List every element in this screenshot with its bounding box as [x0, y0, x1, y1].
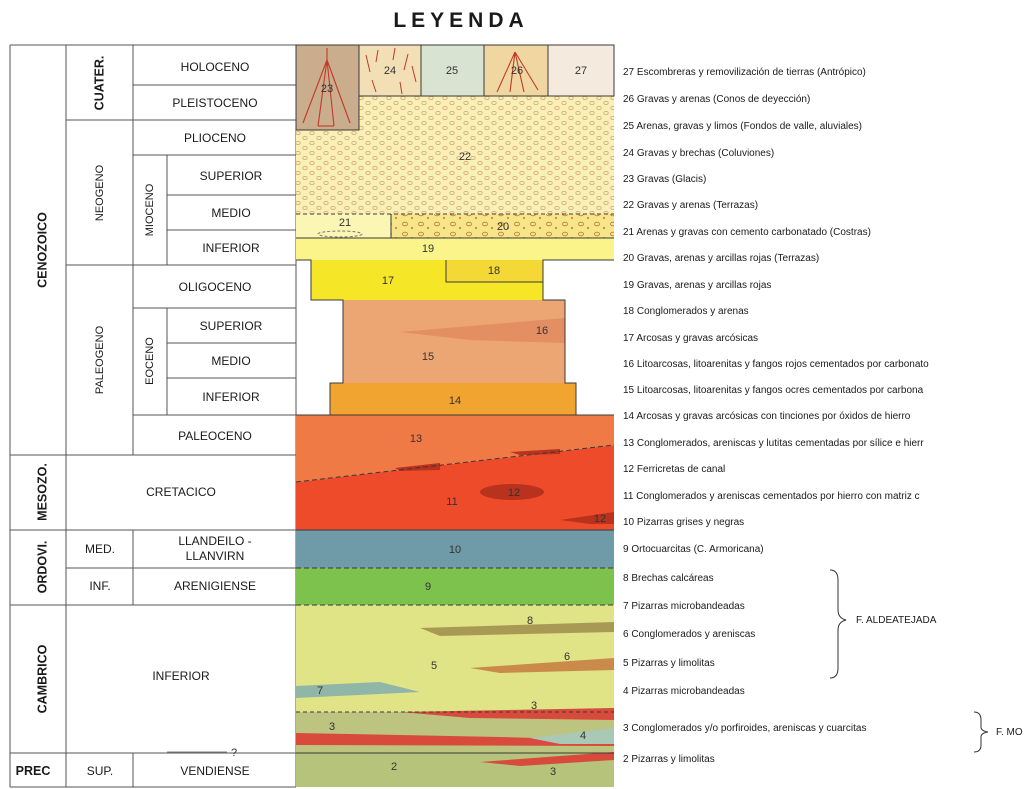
epoch-holoceno: HOLOCENO — [181, 60, 250, 74]
legend-title: LEYENDA — [393, 9, 528, 32]
epoch-mioceno-medio: MEDIO — [211, 206, 250, 220]
period-paleogeno: PALEOGENO — [94, 325, 106, 394]
svg-text:3: 3 — [531, 700, 537, 712]
epoch-oligoceno: OLIGOCENO — [179, 280, 252, 294]
svg-text:23: 23 — [321, 83, 333, 95]
legend-item: 2 Pizarras y limolitas — [623, 754, 715, 765]
legend-item: 15 Litoarcosas, litoarenitas y fangos oc… — [623, 385, 924, 396]
legend-item: 26 Gravas y arenas (Conos de deyección) — [623, 94, 810, 105]
legend-item: 5 Pizarras y limolitas — [623, 658, 715, 669]
era-mesozoico: MESOZO. — [35, 463, 49, 521]
svg-text:5: 5 — [431, 660, 437, 672]
svg-text:13: 13 — [410, 433, 422, 445]
era-ordovicico: ORDOVI. — [35, 541, 49, 594]
period-cretacico: CRETACICO — [146, 485, 216, 499]
legend-item: 17 Arcosas y gravas arcósicas — [623, 333, 758, 344]
period-ordovicico-medio: MED. — [85, 542, 115, 556]
svg-text:12: 12 — [508, 487, 520, 499]
svg-text:3: 3 — [550, 766, 556, 778]
svg-text:15: 15 — [422, 351, 434, 363]
epoch-eoceno-medio: MEDIO — [211, 354, 250, 368]
legend-list: 27 Escombreras y removilización de tierr… — [623, 67, 929, 765]
period-neogeno: NEOGENO — [94, 164, 106, 221]
legend-item: 14 Arcosas y gravas arcósicas con tincio… — [623, 411, 911, 422]
epoch-plioceno: PLIOCENO — [184, 131, 246, 145]
legend-item: 20 Gravas, arenas y arcillas rojas (Terr… — [623, 253, 819, 264]
svg-text:3: 3 — [329, 721, 335, 733]
svg-text:26: 26 — [511, 65, 523, 77]
legend-item: 13 Conglomerados, areniscas y lutitas ce… — [623, 438, 924, 449]
era-cenozoico: CENOZOICO — [35, 212, 49, 288]
legend-item: 9 Ortocuarcitas (C. Armoricana) — [623, 544, 764, 555]
legend-item: 7 Pizarras microbandeadas — [623, 601, 745, 612]
epoch-eoceno-superior: SUPERIOR — [200, 319, 263, 333]
unit-9-layer — [296, 568, 614, 605]
legend-item: 18 Conglomerados y arenas — [623, 306, 749, 317]
svg-text:22: 22 — [459, 151, 471, 163]
svg-text:10: 10 — [449, 544, 461, 556]
svg-text:7: 7 — [317, 685, 323, 697]
epoch-pleistoceno: PLEISTOCENO — [172, 96, 257, 110]
svg-text:24: 24 — [384, 65, 396, 77]
period-precambrico-superior: SUP. — [87, 764, 113, 778]
epoch-mioceno-superior: SUPERIOR — [200, 169, 263, 183]
epoch-cambrico-inferior: INFERIOR — [152, 669, 210, 683]
svg-text:25: 25 — [446, 65, 458, 77]
legend-item: 16 Litoarcosas, litoarenitas y fangos ro… — [623, 359, 929, 370]
series-mioceno: MIOCENO — [144, 183, 156, 236]
legend-item: 22 Gravas y arenas (Terrazas) — [623, 200, 758, 211]
brace-mo — [974, 712, 988, 752]
legend-item: 23 Gravas (Glacis) — [623, 174, 706, 185]
svg-text:12: 12 — [594, 513, 606, 525]
svg-text:19: 19 — [422, 243, 434, 255]
svg-text:27: 27 — [575, 65, 587, 77]
epoch-llanvirn: LLANVIRN — [186, 549, 245, 563]
svg-text:8: 8 — [527, 615, 533, 627]
legend-item: 12 Ferricretas de canal — [623, 464, 725, 475]
legend-item: 19 Gravas, arenas y arcillas rojas — [623, 280, 771, 291]
svg-text:?: ? — [231, 747, 237, 759]
legend-item: 6 Conglomerados y areniscas — [623, 629, 755, 640]
svg-text:20: 20 — [497, 221, 509, 233]
svg-text:6: 6 — [564, 651, 570, 663]
unit-19-layer — [296, 238, 614, 260]
legend-item: 8 Brechas calcáreas — [623, 573, 714, 584]
legend-item: 11 Conglomerados y areniscas cementados … — [623, 491, 920, 502]
svg-text:4: 4 — [580, 730, 586, 742]
group-aldeatejada: F. ALDEATEJADA — [856, 615, 937, 626]
epoch-paleoceno: PALEOCENO — [178, 429, 252, 443]
unit-22-lower — [296, 134, 614, 214]
era-cambrico: CAMBRICO — [35, 644, 49, 713]
legend-item: 3 Conglomerados y/o porfiroides, arenisc… — [623, 723, 866, 734]
legend-item: 27 Escombreras y removilización de tierr… — [623, 67, 866, 78]
svg-text:11: 11 — [446, 496, 457, 508]
legend-item: 21 Arenas y gravas con cemento carbonata… — [623, 227, 871, 238]
period-ordovicico-inferior: INF. — [89, 579, 110, 593]
group-mo: F. MO — [996, 727, 1023, 738]
stratigraphic-column — [296, 45, 614, 787]
svg-text:14: 14 — [449, 395, 461, 407]
legend-item: 4 Pizarras microbandeadas — [623, 686, 745, 697]
svg-text:2: 2 — [391, 761, 397, 773]
svg-text:9: 9 — [425, 581, 431, 593]
legend-item: 24 Gravas y brechas (Coluviones) — [623, 148, 774, 159]
period-cuaternario: CUATER. — [92, 56, 106, 111]
brace-aldeatejada — [830, 570, 846, 678]
epoch-mioceno-inferior: INFERIOR — [202, 241, 260, 255]
epoch-arenigiense: ARENIGIENSE — [174, 579, 256, 593]
era-precambrico: PREC — [16, 764, 51, 778]
svg-text:16: 16 — [536, 325, 548, 337]
epoch-llandeilo: LLANDEILO - — [178, 534, 251, 548]
epoch-eoceno-inferior: INFERIOR — [202, 390, 260, 404]
svg-text:17: 17 — [382, 275, 394, 287]
epoch-vendiense: VENDIENSE — [180, 764, 249, 778]
series-eoceno: EOCENO — [144, 337, 156, 385]
legend-item: 25 Arenas, gravas y limos (Fondos de val… — [623, 121, 862, 132]
svg-text:21: 21 — [339, 217, 351, 229]
svg-text:18: 18 — [488, 265, 500, 277]
legend-item: 10 Pizarras grises y negras — [623, 517, 744, 528]
